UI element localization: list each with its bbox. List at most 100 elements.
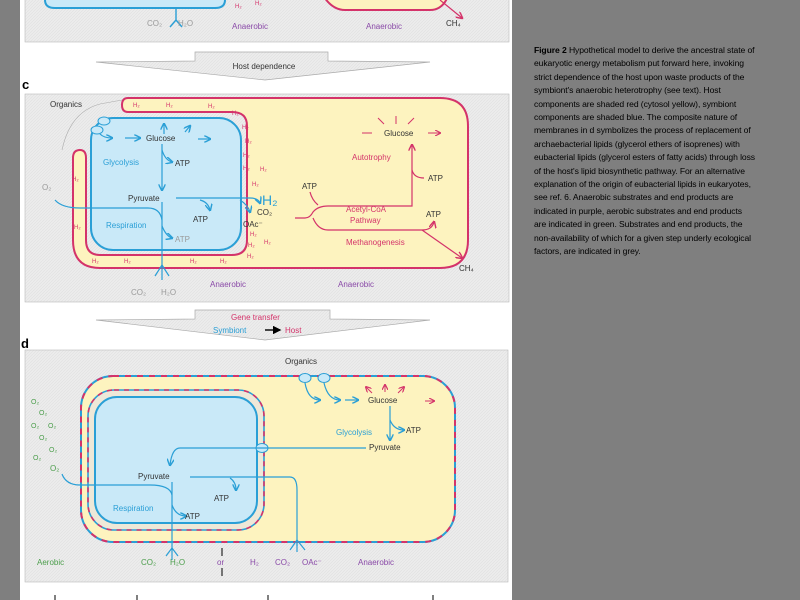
symbiont-cell xyxy=(94,396,258,524)
symbiont-label: Symbiont xyxy=(213,326,247,335)
organics-label: Organics xyxy=(50,100,82,109)
h2-label: H₂ xyxy=(74,225,81,231)
glucose-label: Glucose xyxy=(368,396,398,405)
acetyl-coa-label: Acetyl-CoA xyxy=(346,205,387,214)
o2-label: O₂ xyxy=(42,183,51,192)
symbiont-membrane xyxy=(44,0,226,9)
ch4-arrow xyxy=(439,0,462,18)
h2-label: H₂ xyxy=(245,139,252,145)
co2-label: CO₂ xyxy=(147,19,162,28)
atp-label: ATP xyxy=(428,174,443,183)
transporter xyxy=(90,125,104,135)
co2-label: CO₂ xyxy=(141,558,156,567)
glucose-label: Glucose xyxy=(146,134,176,143)
atp-label: ATP xyxy=(193,215,208,224)
transporter xyxy=(97,116,111,126)
panel-label-c: c xyxy=(22,77,29,92)
h2-label: H₂ xyxy=(248,243,255,249)
atp-label: ATP xyxy=(426,210,441,219)
oac-label: OAc⁻ xyxy=(243,220,263,229)
glucose-label: Glucose xyxy=(384,129,414,138)
pyruvate-label: Pyruvate xyxy=(369,443,401,452)
h2-label: H₂ xyxy=(208,104,215,110)
gene-transfer-arrow: Gene transfer Symbiont Host xyxy=(95,309,431,341)
atp-label: ATP xyxy=(175,235,190,244)
methanogenesis-label: Methanogenesis xyxy=(346,238,405,247)
pyruvate-label: Pyruvate xyxy=(138,472,170,481)
o2-label: O₂ xyxy=(50,464,59,473)
pathway-label: Pathway xyxy=(350,216,381,225)
h2o-label: H₂O xyxy=(170,558,185,567)
glycolysis-label: Glycolysis xyxy=(336,428,372,437)
anaerobic-label: Anaerobic xyxy=(210,280,246,289)
autotrophy-label: Autotrophy xyxy=(352,153,391,162)
anaerobic-label: Anaerobic xyxy=(358,558,394,567)
o2-label: O₂ xyxy=(39,410,47,417)
o2-label: O₂ xyxy=(39,435,47,442)
o2-labels: O₂ O₂ O₂ O₂ O₂ O₂ O₂ O₂ xyxy=(31,399,59,473)
next-panel-ticks xyxy=(54,595,434,600)
anaerobic-label: Anaerobic xyxy=(366,22,402,31)
o2-label: O₂ xyxy=(31,423,39,430)
figure-caption: Figure 2 Hypothetical model to derive th… xyxy=(534,44,756,259)
host-dependence-arrow: Host dependence xyxy=(95,51,431,81)
atp-label: ATP xyxy=(175,159,190,168)
h2-label: H₂ xyxy=(235,4,242,10)
co2-label: CO₂ xyxy=(257,208,272,217)
organics-label: Organics xyxy=(285,357,317,366)
o2-label: O₂ xyxy=(33,455,41,462)
caption-text: Hypothetical model to derive the ancestr… xyxy=(534,45,755,257)
h2-label: H₂ xyxy=(242,125,249,131)
h2-label: H₂ xyxy=(243,153,250,159)
h2o-label: H₂O xyxy=(161,288,176,297)
h2-label: H₂ xyxy=(72,177,79,183)
host-dependence-label: Host dependence xyxy=(233,62,296,71)
pyruvate-label: Pyruvate xyxy=(128,194,160,203)
h2-label: H₂ xyxy=(250,558,259,567)
h2-label: H₂ xyxy=(232,111,239,117)
h2-label: H₂ xyxy=(252,182,259,188)
h2-label: H₂ xyxy=(264,240,271,246)
respiration-label: Respiration xyxy=(113,504,153,513)
output-arrows xyxy=(169,8,183,28)
co2-label: CO₂ xyxy=(275,558,290,567)
h2-label: H₂ xyxy=(124,259,131,265)
h2-label: H₂ xyxy=(243,166,250,172)
transporter xyxy=(317,373,331,383)
host-membrane xyxy=(325,0,448,11)
h2-label: H₂ xyxy=(133,103,140,109)
h2-label: H₂ xyxy=(250,232,257,238)
glycolysis-label: Glycolysis xyxy=(103,158,139,167)
h2-label: H₂ xyxy=(166,103,173,109)
gene-transfer-label: Gene transfer xyxy=(231,313,280,322)
transporter xyxy=(298,373,312,383)
aerobic-label: Aerobic xyxy=(37,558,64,567)
h2o-label: H₂O xyxy=(178,19,193,28)
h2-label: H₂ xyxy=(255,1,262,7)
anaerobic-label: Anaerobic xyxy=(338,280,374,289)
host-label: Host xyxy=(285,326,302,335)
host-membrane-composite xyxy=(80,375,456,543)
h2-label: H₂ xyxy=(220,259,227,265)
h2-label: H₂ xyxy=(92,259,99,265)
atp-label: ATP xyxy=(214,494,229,503)
ch4-label: CH₄ xyxy=(446,19,461,28)
h2-label: H₂ xyxy=(247,254,254,260)
co2-label: CO₂ xyxy=(131,288,146,297)
h2-label: H₂ xyxy=(260,167,267,173)
h2-large-label: H₂ xyxy=(262,192,278,208)
o2-label: O₂ xyxy=(31,399,39,406)
panel-c: Organics Glucose Glycolysis ATP O₂ Pyruv… xyxy=(24,93,510,303)
o2-label: O₂ xyxy=(49,447,57,454)
atp-label: ATP xyxy=(185,512,200,521)
o2-label: O₂ xyxy=(48,423,56,430)
anaerobic-label: Anaerobic xyxy=(232,22,268,31)
oac-label: OAc⁻ xyxy=(302,558,322,567)
figure-number: Figure 2 xyxy=(534,45,567,55)
panel-label-d: d xyxy=(21,336,29,351)
or-label: or xyxy=(217,558,224,567)
panel-d: Organics Glucose Glycolysis ATP Pyruvate… xyxy=(24,349,509,583)
respiration-label: Respiration xyxy=(106,221,146,230)
